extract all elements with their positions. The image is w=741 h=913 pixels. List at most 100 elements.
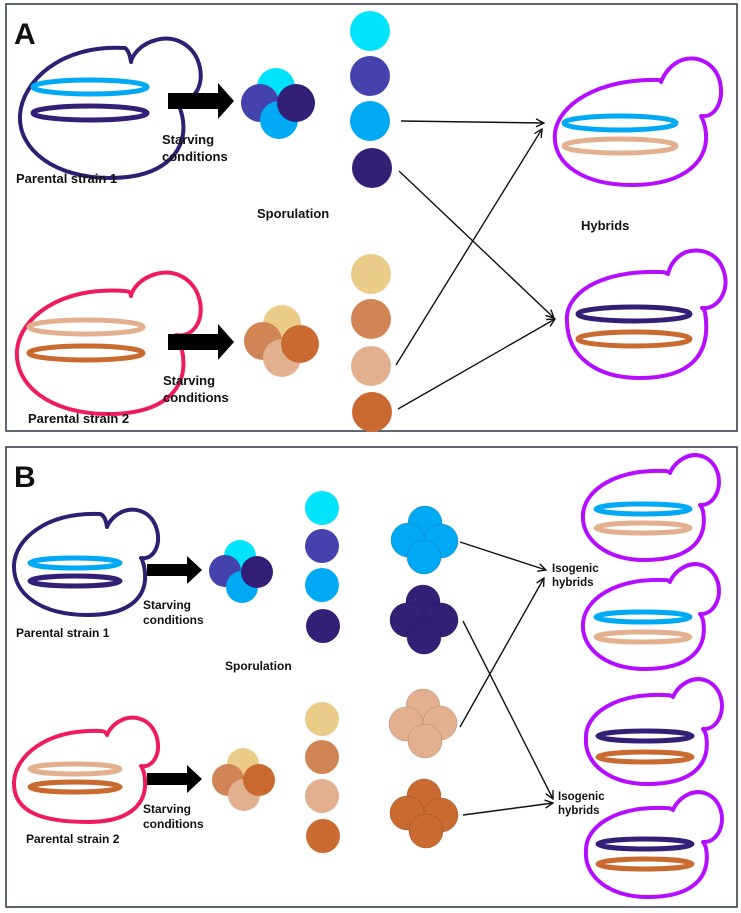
chromosome-ring-sky — [561, 113, 679, 133]
big-arrow-icon — [168, 83, 234, 119]
parental-strain-1-cell — [11, 507, 160, 617]
parental-strain-2-label: Parental strain 2 — [28, 411, 129, 426]
chromosome-ring-navy — [575, 304, 693, 324]
big-arrow-icon — [147, 765, 202, 793]
panel-a-letter: A — [14, 18, 36, 51]
isogenic-hybrids-label-line2: hybrids — [558, 805, 600, 817]
chromosome-ring-sky — [593, 501, 693, 517]
spore — [241, 556, 273, 588]
starving-label-line1: Starving — [163, 373, 215, 388]
starving-label-line2: conditions — [143, 817, 204, 831]
isogenic-hybrids-label-line1: Isogenic — [558, 791, 605, 803]
chromosome-ring-navy — [27, 573, 123, 589]
starving-label-line2: conditions — [162, 149, 228, 164]
parental-strain-2-cell — [11, 715, 160, 824]
chromosome-ring-rust — [27, 779, 123, 795]
chromosome-ring-sky — [30, 77, 150, 97]
spore — [277, 84, 315, 122]
hybrid-cell-2 — [580, 562, 721, 671]
big-arrow-icon — [168, 324, 234, 360]
tetrad-strain-2 — [212, 748, 275, 811]
mating-arrow — [397, 319, 555, 410]
chromosome-ring-navy — [595, 728, 695, 744]
spore-indigo — [350, 56, 390, 96]
yeast-cell-outline — [11, 507, 160, 617]
chromosome-ring-navy — [30, 103, 150, 123]
tetrad-strain-2 — [244, 305, 319, 377]
yeast-cell-outline — [583, 790, 724, 899]
spore-column-strain-1 — [350, 11, 392, 188]
yeast-cell-outline — [580, 562, 721, 671]
spore-peach — [305, 779, 339, 813]
spore-cyan — [305, 491, 339, 525]
spore-copper — [351, 299, 391, 339]
hybrid-cell-1 — [580, 453, 721, 562]
parental-strain-1-label: Parental strain 1 — [16, 626, 110, 640]
spore — [406, 619, 442, 655]
tetrad-strain-1 — [209, 540, 273, 603]
spore-navy — [306, 609, 340, 643]
spore-indigo — [305, 529, 339, 563]
spore-peach — [351, 346, 391, 386]
spore-column-strain-2 — [351, 254, 392, 432]
chromosome-ring-rust — [26, 343, 146, 363]
hybrid-cell-2 — [564, 248, 728, 380]
parental-strain-2-label: Parental strain 2 — [26, 832, 120, 846]
yeast-cell-outline — [580, 453, 721, 562]
mating-arrow — [462, 803, 553, 816]
clonal-cluster-rust — [389, 778, 459, 849]
chromosome-ring-rust — [595, 856, 695, 872]
chromosome-ring-peach — [27, 761, 123, 777]
yeast-cell-outline — [583, 677, 724, 786]
spore-tan — [351, 254, 391, 294]
spore-sky — [350, 101, 390, 141]
spore-navy — [352, 148, 392, 188]
mating-arrow — [400, 121, 544, 123]
mating-arrow — [398, 170, 554, 318]
spore-copper — [305, 740, 339, 774]
panel-b-letter: B — [14, 461, 36, 494]
parental-strain-1-label: Parental strain 1 — [16, 171, 117, 186]
sporulation-label: Sporulation — [257, 206, 329, 221]
sporulation-label: Sporulation — [225, 659, 292, 673]
clonal-cluster-navy — [389, 584, 459, 655]
yeast-cell-outline — [564, 248, 728, 380]
spore — [407, 723, 443, 759]
chromosome-ring-sky — [27, 555, 123, 571]
starving-label-line2: conditions — [143, 613, 204, 627]
chromosome-ring-peach — [593, 629, 693, 645]
chromosome-ring-rust — [575, 329, 693, 349]
spore-rust — [352, 392, 392, 432]
yeast-cell-outline — [11, 715, 160, 824]
spore-column-strain-2 — [305, 702, 340, 853]
clonal-cluster-sky — [390, 505, 459, 575]
panel-b: B Parental strain 1 Starving conditions … — [5, 446, 738, 908]
mating-arrow — [462, 620, 553, 799]
hybrid-cell-4 — [583, 790, 724, 899]
mating-arrow — [459, 541, 546, 570]
hybrids-label: Hybrids — [581, 218, 629, 233]
spore-tan — [305, 702, 339, 736]
spore — [243, 764, 275, 796]
starving-label-line1: Starving — [143, 598, 191, 612]
starving-label-line1: Starving — [162, 132, 214, 147]
hybrid-cell-3 — [583, 677, 724, 786]
chromosome-ring-navy — [595, 836, 695, 852]
clonal-cluster-peach — [388, 688, 458, 759]
chromosome-ring-peach — [593, 520, 693, 536]
big-arrow-icon — [147, 556, 202, 584]
chromosome-ring-sky — [593, 609, 693, 625]
tetrad-strain-1 — [241, 68, 315, 139]
panel-a: A Parental strain 1 Starving conditions … — [5, 3, 738, 432]
spore — [406, 539, 442, 575]
spore — [408, 813, 444, 849]
spore-column-strain-1 — [305, 491, 340, 643]
chromosome-ring-rust — [595, 749, 695, 765]
mating-arrow — [459, 578, 544, 728]
spore-sky — [305, 568, 339, 602]
spore — [281, 325, 319, 363]
isogenic-hybrids-label-line2: hybrids — [552, 577, 594, 589]
chromosome-ring-peach — [561, 136, 679, 156]
hybrid-cell-1 — [552, 56, 723, 187]
